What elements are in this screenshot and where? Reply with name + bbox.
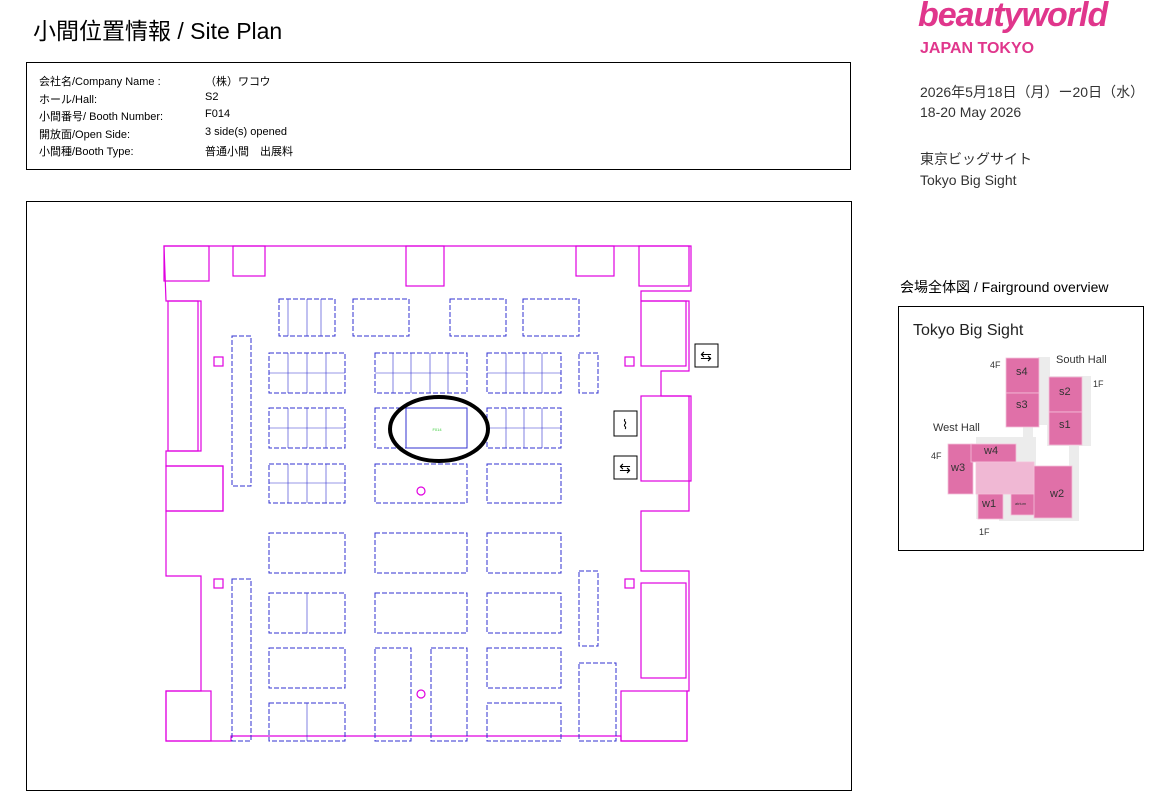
brand-subtitle: JAPAN TOKYO <box>920 40 1035 57</box>
info-label: 会社名/Company Name : <box>39 76 161 88</box>
info-value: S2 <box>205 91 219 103</box>
venue-ja: 東京ビッグサイト <box>920 151 1032 167</box>
hall-s1-label: s1 <box>1059 419 1071 431</box>
dates-en: 18-20 May 2026 <box>920 104 1022 120</box>
brand-logo: beautyworld <box>918 0 1108 34</box>
hall-s3-label: s3 <box>1016 399 1028 411</box>
hall-w2-label: w2 <box>1049 488 1064 500</box>
site-plan-frame: F014 ⇆ ⌇ ⇆ <box>26 201 852 791</box>
booth-info-box: 会社名/Company Name : （株）ワコウ ホール/Hall: S2 小間番… <box>26 62 851 170</box>
highlighted-booth <box>405 407 468 449</box>
escalator-icon: ⇆ ⌇ ⇆ <box>613 343 719 480</box>
hall-walls <box>163 245 692 742</box>
hall-w1-label: w1 <box>981 498 996 510</box>
info-row-company: 会社名/Company Name : （株）ワコウ <box>39 73 271 90</box>
floor-label: 1F <box>1093 379 1104 389</box>
overview-labels: Tokyo Big Sight South Hall West Hall 4F … <box>913 322 1107 537</box>
svg-text:⇆: ⇆ <box>619 460 631 476</box>
info-value: （株）ワコウ <box>205 76 271 88</box>
info-row-booth-type: 小間種/Booth Type: 普通小間 出展料 <box>39 143 293 160</box>
hall-s4-label: s4 <box>1016 366 1028 378</box>
overview-svg: Tokyo Big Sight South Hall West Hall 4F … <box>913 322 1107 537</box>
booth-blocks <box>231 298 617 742</box>
info-label: ホール/Hall: <box>39 94 98 106</box>
booth-number-label: F014 <box>432 427 442 432</box>
info-row-open-side: 開放面/Open Side: 3 side(s) opened <box>39 126 287 143</box>
booth-highlight-circle <box>388 395 490 463</box>
dates-ja: 2026年5月18日（月）ー20日（水） <box>920 84 1145 100</box>
info-value: 3 side(s) opened <box>205 126 287 138</box>
info-label: 小間種/Booth Type: <box>39 146 134 158</box>
svg-text:⌇: ⌇ <box>622 417 628 432</box>
floor-label: 1F <box>979 527 990 537</box>
overview-title: Tokyo Big Sight <box>913 322 1024 339</box>
info-row-booth-number: 小間番号/ Booth Number: F014 <box>39 108 230 125</box>
page-title: 小間位置情報 / Site Plan <box>33 18 283 44</box>
info-value: F014 <box>205 108 231 120</box>
svg-text:⇆: ⇆ <box>700 348 712 364</box>
west-hall-label: West Hall <box>933 422 980 434</box>
booth-dividers <box>269 299 561 741</box>
hall-s2-label: s2 <box>1059 386 1071 398</box>
info-label: 開放面/Open Side: <box>39 129 131 141</box>
hall-w4-label: w4 <box>983 445 998 457</box>
floor-label: 4F <box>931 451 942 461</box>
info-label: 小間番号/ Booth Number: <box>39 111 164 123</box>
south-hall-label: South Hall <box>1056 354 1107 366</box>
overview-label: 会場全体図 / Fairground overview <box>900 279 1109 295</box>
info-row-hall: ホール/Hall: S2 <box>39 91 218 108</box>
info-value: 普通小間 出展料 <box>205 146 293 158</box>
venue-en: Tokyo Big Sight <box>920 172 1017 188</box>
hall-w3-label: w3 <box>950 462 965 474</box>
floor-label: 4F <box>990 360 1001 370</box>
fairground-overview-map: Tokyo Big Sight South Hall West Hall 4F … <box>898 306 1144 551</box>
floor-plan-map: F014 ⇆ ⌇ ⇆ <box>163 245 719 742</box>
atrium-label: atrium <box>1015 501 1027 506</box>
hall-blocks <box>947 357 1083 520</box>
